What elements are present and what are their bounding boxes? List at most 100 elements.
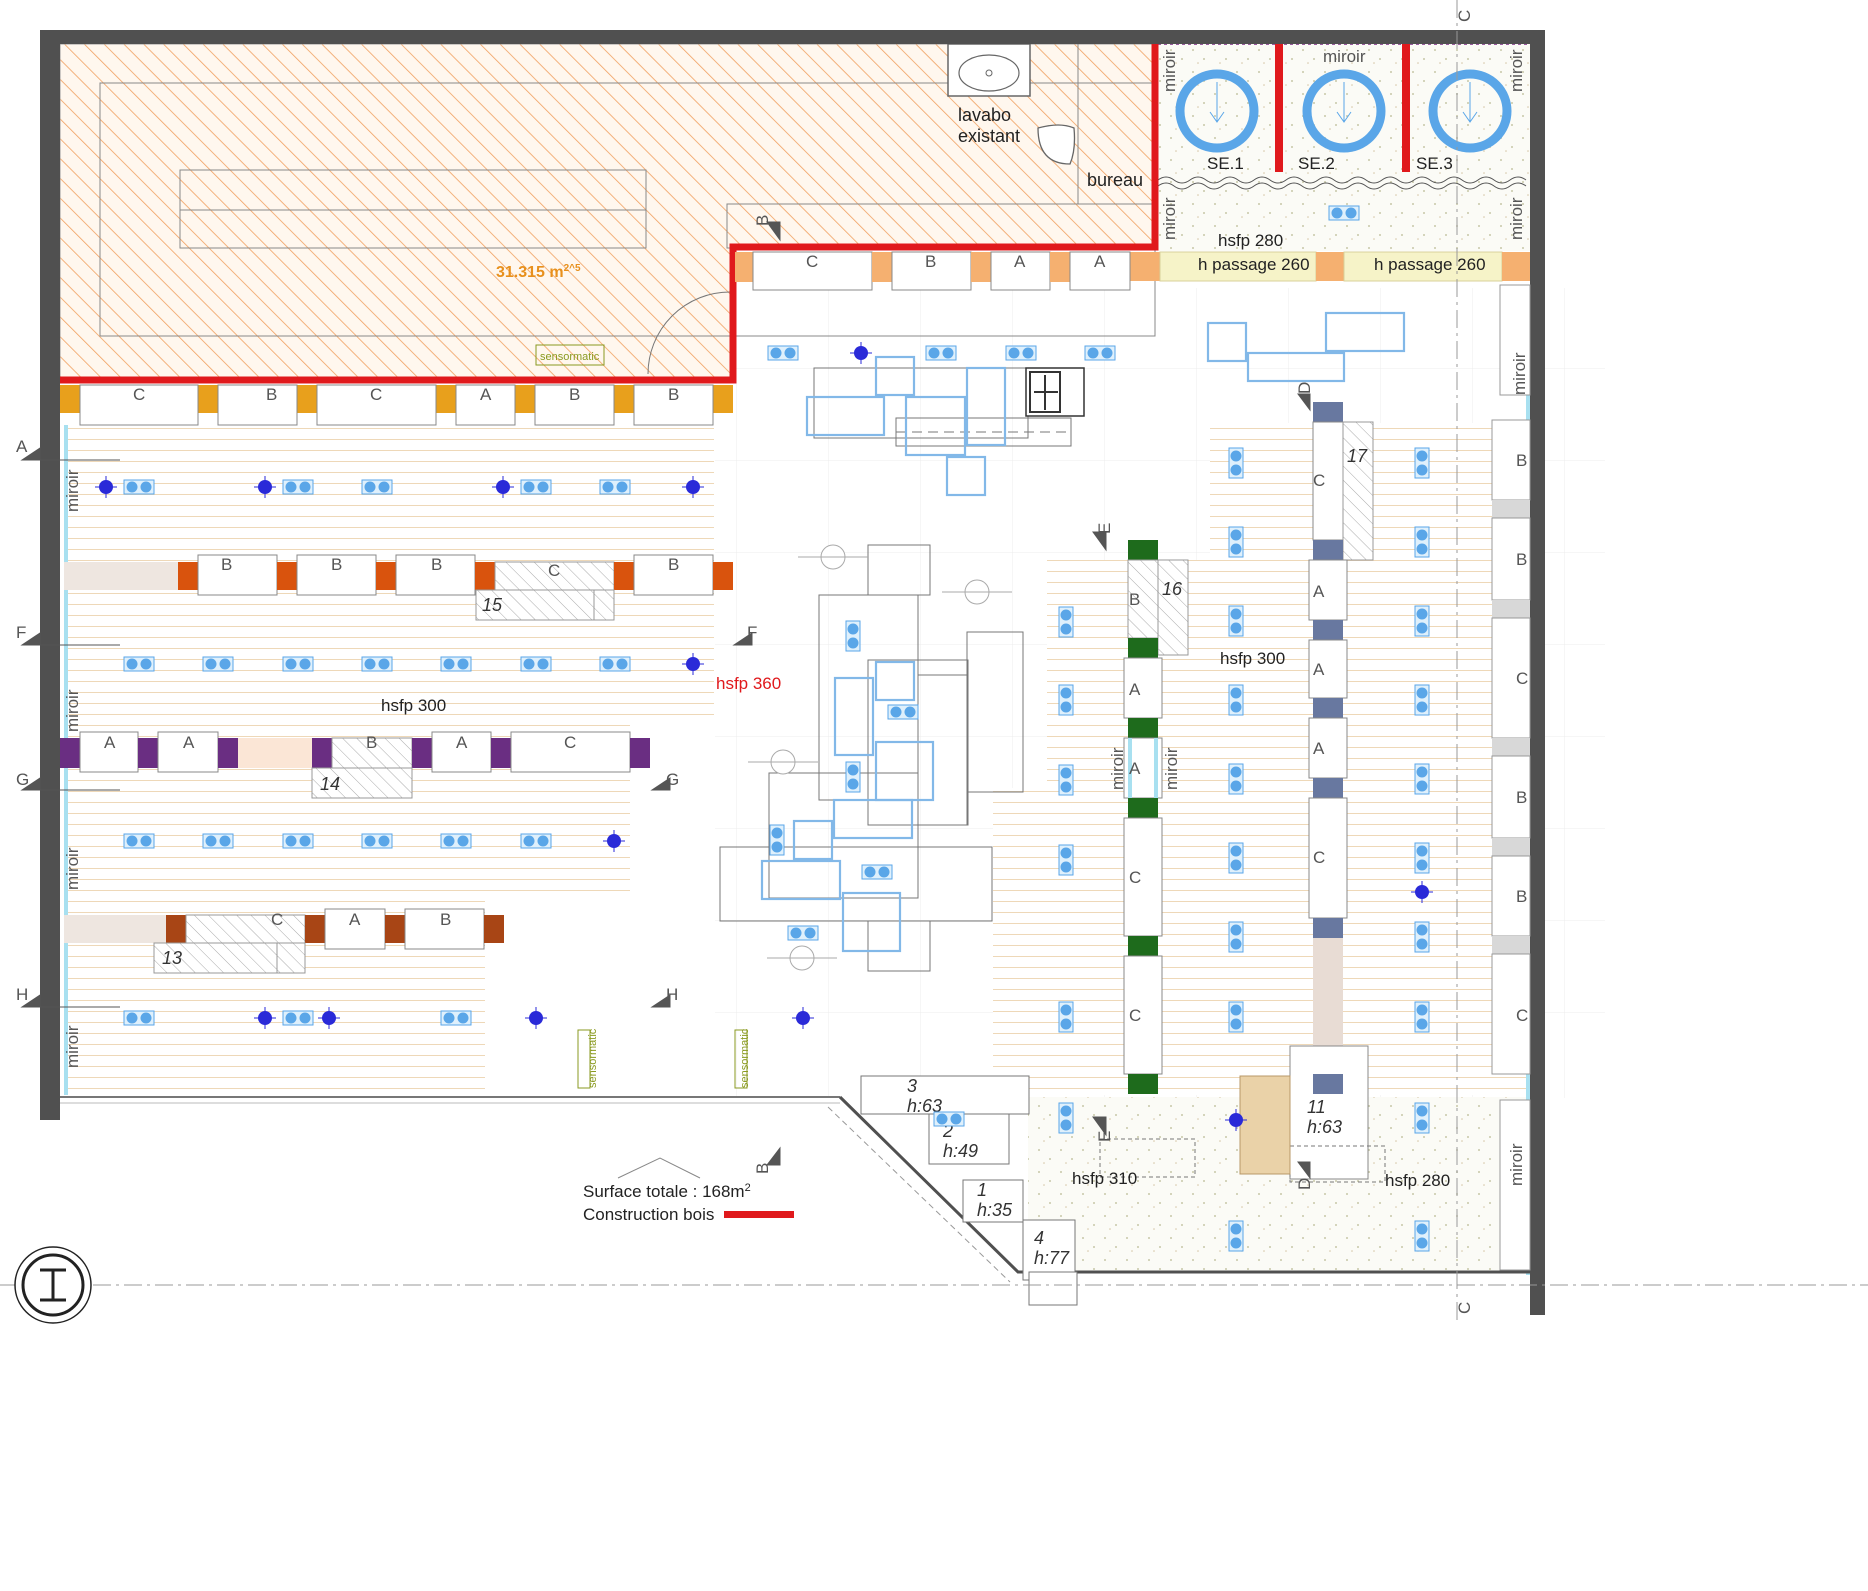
row2-module-4: A bbox=[456, 733, 468, 752]
spotlight-pair-icon bbox=[1084, 345, 1116, 361]
section-h-label-left: H bbox=[16, 985, 28, 1004]
counter-1-h: h:35 bbox=[977, 1200, 1013, 1220]
row2-module-3: B bbox=[366, 733, 377, 752]
legend-surface: Surface totale : 168m2 bbox=[583, 1182, 751, 1201]
passage-label-2: h passage 260 bbox=[1374, 255, 1486, 274]
fitting-height-label: hsfp 280 bbox=[1218, 231, 1283, 250]
spotlight-pair-icon bbox=[123, 833, 155, 849]
spotlight-single-icon bbox=[682, 476, 704, 498]
axis-lines bbox=[0, 0, 1868, 1320]
spotlight-pair-icon bbox=[440, 833, 472, 849]
spotlight-pair-icon bbox=[1414, 605, 1430, 637]
slate-module-2: A bbox=[1313, 582, 1325, 601]
spotlight-pair-icon bbox=[1228, 1220, 1244, 1252]
spotlight-pair-icon bbox=[845, 761, 861, 793]
spotlight-single-icon bbox=[603, 830, 625, 852]
table-14-label: 14 bbox=[320, 774, 340, 794]
spotlight-pair-icon bbox=[361, 656, 393, 672]
row1-module-3: B bbox=[431, 555, 442, 574]
legend-construction: Construction bois bbox=[583, 1205, 714, 1224]
section-markers bbox=[20, 221, 1311, 1180]
mirror-label-9: miroir bbox=[1507, 197, 1526, 240]
lavabo-label-2: existant bbox=[958, 126, 1020, 146]
fitting-room-se1 bbox=[1175, 69, 1259, 153]
lavabo-icon bbox=[947, 43, 1031, 97]
sensormatic-label-left: sensormatic bbox=[587, 1028, 599, 1088]
right-wall-module-3: C bbox=[1516, 669, 1528, 688]
wood-block bbox=[1239, 1075, 1291, 1175]
top-left-module-5: B bbox=[569, 385, 580, 404]
wood-construction-walls bbox=[60, 44, 1159, 384]
bureau-label: bureau bbox=[1087, 170, 1143, 190]
slate-module-3: A bbox=[1313, 660, 1325, 679]
entrance-height-label-right: hsfp 280 bbox=[1385, 1171, 1450, 1190]
row2-module-1: A bbox=[104, 733, 116, 752]
top-left-module-3: C bbox=[370, 385, 382, 404]
spotlight-pair-icon bbox=[520, 656, 552, 672]
section-c-label-top: C bbox=[1455, 10, 1474, 22]
spotlight-pair-icon bbox=[440, 656, 472, 672]
slate-module-5: C bbox=[1313, 848, 1325, 867]
section-h-label-right: H bbox=[666, 985, 678, 1004]
right-wall-module-5: B bbox=[1516, 887, 1527, 906]
entrance-height-label-left: hsfp 310 bbox=[1072, 1169, 1137, 1188]
spotlight-pair-icon bbox=[1414, 684, 1430, 716]
spotlight-pair-icon bbox=[1228, 684, 1244, 716]
spotlight-pair-icon bbox=[1414, 1102, 1430, 1134]
row1-module-4: C bbox=[548, 561, 560, 580]
section-g-label-left: G bbox=[16, 770, 29, 789]
slate-module-1: C bbox=[1313, 471, 1325, 490]
row3-module-1: C bbox=[271, 910, 283, 929]
spotlight-pair-icon bbox=[123, 656, 155, 672]
row1-module-2: B bbox=[331, 555, 342, 574]
mirror-label-4: miroir bbox=[63, 1025, 82, 1068]
spotlight-pair-icon bbox=[282, 479, 314, 495]
mirror-label-6: miroir bbox=[1160, 197, 1179, 240]
top-left-module-1: C bbox=[133, 385, 145, 404]
spotlight-pair-icon bbox=[202, 833, 234, 849]
spotlight-single-icon bbox=[95, 476, 117, 498]
spotlight-pair-icon bbox=[123, 479, 155, 495]
section-d-label-bottom: D bbox=[1295, 1178, 1314, 1190]
section-a-label: A bbox=[16, 437, 28, 456]
center-height-label: hsfp 360 bbox=[716, 674, 781, 693]
left-floor-height-label: hsfp 300 bbox=[381, 696, 446, 715]
section-c-label-bottom: C bbox=[1455, 1302, 1474, 1314]
spotlight-pair-icon bbox=[282, 656, 314, 672]
mirror-label-7: miroir bbox=[1323, 47, 1366, 66]
legend bbox=[617, 1157, 794, 1218]
spotlight-pair-icon bbox=[123, 1010, 155, 1026]
spotlight-pair-icon bbox=[1005, 345, 1037, 361]
spotlight-pair-icon bbox=[440, 1010, 472, 1026]
top-right-module-3: A bbox=[1014, 252, 1026, 271]
mirror-label-10: miroir bbox=[1510, 352, 1529, 395]
spotlight-pair-icon bbox=[282, 833, 314, 849]
spotlight-single-icon bbox=[254, 476, 276, 498]
table-15-label: 15 bbox=[482, 595, 503, 615]
mirror-label-2: miroir bbox=[63, 689, 82, 732]
table-13-label: 13 bbox=[162, 948, 182, 968]
spotlight-pair-icon bbox=[861, 864, 893, 880]
spotlight-pair-icon bbox=[1228, 763, 1244, 795]
lavabo-label: lavabo bbox=[958, 105, 1011, 125]
spotlight-pair-icon bbox=[282, 1010, 314, 1026]
spotlight-pair-icon bbox=[599, 656, 631, 672]
top-left-modules-posts bbox=[60, 385, 733, 413]
spotlight-single-icon bbox=[254, 1007, 276, 1029]
slate-module-4: A bbox=[1313, 739, 1325, 758]
counter-11-num: 11 bbox=[1307, 1097, 1326, 1117]
mirror-label-12: miroir bbox=[1162, 747, 1181, 790]
storage-inner-shelf bbox=[179, 169, 647, 249]
right-wall-module-6: C bbox=[1516, 1006, 1528, 1025]
spotlight-pair-icon bbox=[1414, 763, 1430, 795]
row3-module-2: A bbox=[349, 910, 361, 929]
counter-1-num: 1 bbox=[977, 1180, 987, 1200]
spotlight-pair-icon bbox=[1414, 1220, 1430, 1252]
slate-column bbox=[1289, 402, 1374, 1180]
spotlight-pair-icon bbox=[1414, 1001, 1430, 1033]
top-left-modules-panels bbox=[79, 384, 714, 426]
right-wall-modules bbox=[1491, 284, 1531, 1271]
cash-desk-icon bbox=[1025, 367, 1085, 417]
counter-3-num: 3 bbox=[907, 1076, 917, 1096]
